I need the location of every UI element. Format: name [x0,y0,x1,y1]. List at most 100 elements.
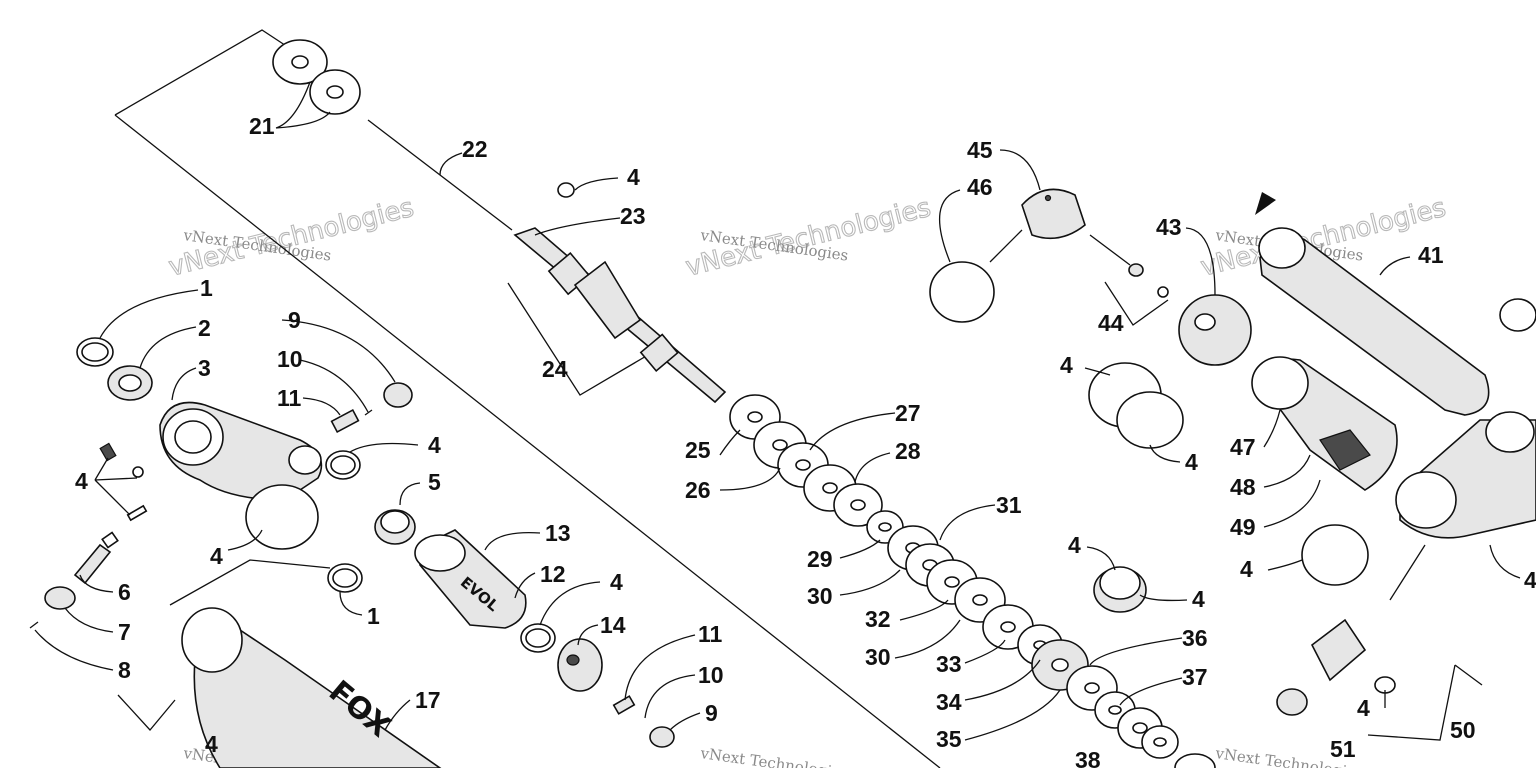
callout-label: 12 [540,561,566,587]
callout-label: 9 [705,700,718,726]
callout-label: 10 [277,346,303,372]
callout-label: 6 [118,579,131,605]
part-cap-7 [44,586,76,610]
callout-labels: 1 2 3 4 4 4 5 6 7 8 9 10 11 4 1 13 12 4 … [75,113,1536,768]
callout-label: 22 [462,136,488,162]
callout-label: 10 [698,662,724,688]
part-cap-45 [1021,188,1086,240]
part-reservoir-41 [1258,227,1490,416]
callout-label: 31 [996,492,1022,518]
callout-label: 30 [807,583,833,609]
callout-label: 25 [685,437,711,463]
callout-label: 4 [610,569,623,595]
part-adjuster-51 [1276,688,1308,716]
callout-label: 35 [936,726,962,752]
callout-label: 11 [277,385,302,411]
callout-label: 37 [1182,664,1208,690]
part-o-ring-1 [76,337,114,367]
part-body-right [1395,411,1536,539]
part-o-ring-4-lower-right [1301,524,1369,586]
part-bushing-5 [374,509,416,545]
callout-label: 47 [1230,434,1256,460]
callout-label: 11 [698,621,723,647]
part-pin-8 [29,621,39,629]
callout-label: 4 [210,543,223,569]
callout-label: 51 [1330,736,1356,762]
part-screws-44 [1128,263,1169,298]
callout-label: 5 [428,469,441,495]
callout-label: 14 [600,612,626,638]
part-shaft-assembly-23-24 [513,227,727,404]
part-fitting-11-lower [612,695,636,715]
callout-label: 34 [936,689,962,715]
callout-label: 1 [367,603,380,629]
callout-label: 50 [1450,717,1476,743]
part-o-ring-4-left [245,484,319,550]
callout-label: 4 [75,468,88,494]
part-valve-50 [1310,618,1396,694]
callout-label: 32 [865,606,891,632]
callout-label: 30 [865,644,891,670]
callout-label: 4 [1185,449,1198,475]
callout-label: 24 [542,356,568,382]
part-nut-9 [383,382,413,408]
callout-label: 3 [198,355,211,381]
callout-label: 36 [1182,625,1208,651]
part-nut-9-lower [649,726,675,748]
part-shim-stack [729,394,1216,768]
part-valve-6 [73,531,119,585]
part-reservoir-head-3 [159,401,323,501]
callout-label: 1 [200,275,213,301]
callout-label: 4 [1192,586,1205,612]
callout-label: 48 [1230,474,1256,500]
callout-label: 26 [685,477,711,503]
part-o-ring-4-top [557,182,575,198]
callout-label: 8 [118,657,131,683]
part-washers-21 [272,39,361,115]
part-body-17: FOX [181,607,442,768]
watermark-text: vNext Technologies [698,744,849,768]
part-o-ring-4-small [325,450,361,480]
callout-label: 4 [1357,695,1370,721]
callout-label: 7 [118,619,131,645]
part-piston-43 [1178,294,1252,366]
callout-label: 4 [1060,352,1073,378]
callout-label: 38 [1075,747,1101,768]
callout-label: 9 [288,307,301,333]
part-bleed-screw-4 [99,442,148,522]
leader-lines [34,81,1521,741]
part-bushing-4-center [1093,566,1147,613]
callout-label: 4 [1068,532,1081,558]
part-piston-14 [557,638,603,692]
part-snap-ring-46 [929,261,995,323]
callout-label: 46 [967,174,993,200]
part-evol-sleeve-13: EVOL [414,529,527,629]
callout-label: 4 [1240,556,1253,582]
assembly-bracket [114,29,1483,768]
callout-label: 4 [1524,567,1536,593]
callout-label: 43 [1156,214,1182,240]
part-o-ring-1-lower [327,563,363,593]
part-bearing-2 [107,365,153,401]
callout-label: 2 [198,315,211,341]
part-o-rings-4-right [1088,362,1184,449]
callout-label: 27 [895,400,921,426]
callout-label: 33 [936,651,962,677]
callout-label: 45 [967,137,993,163]
callout-label: 49 [1230,514,1256,540]
callout-label: 21 [249,113,275,139]
part-spring-sleeve-47-48-49 [1251,356,1398,491]
callout-label: 4 [205,731,218,757]
callout-label: 4 [428,432,441,458]
part-o-ring-4-edge [1499,298,1536,332]
callout-label: 4 [627,164,640,190]
callout-label: 13 [545,520,571,546]
arrow-indicator [1255,192,1276,215]
part-spacer-10 [364,409,373,416]
callout-label: 28 [895,438,921,464]
part-o-ring-4-mid [520,623,556,653]
callout-label: 29 [807,546,833,572]
callout-label: 44 [1098,310,1124,336]
callout-label: 23 [620,203,646,229]
